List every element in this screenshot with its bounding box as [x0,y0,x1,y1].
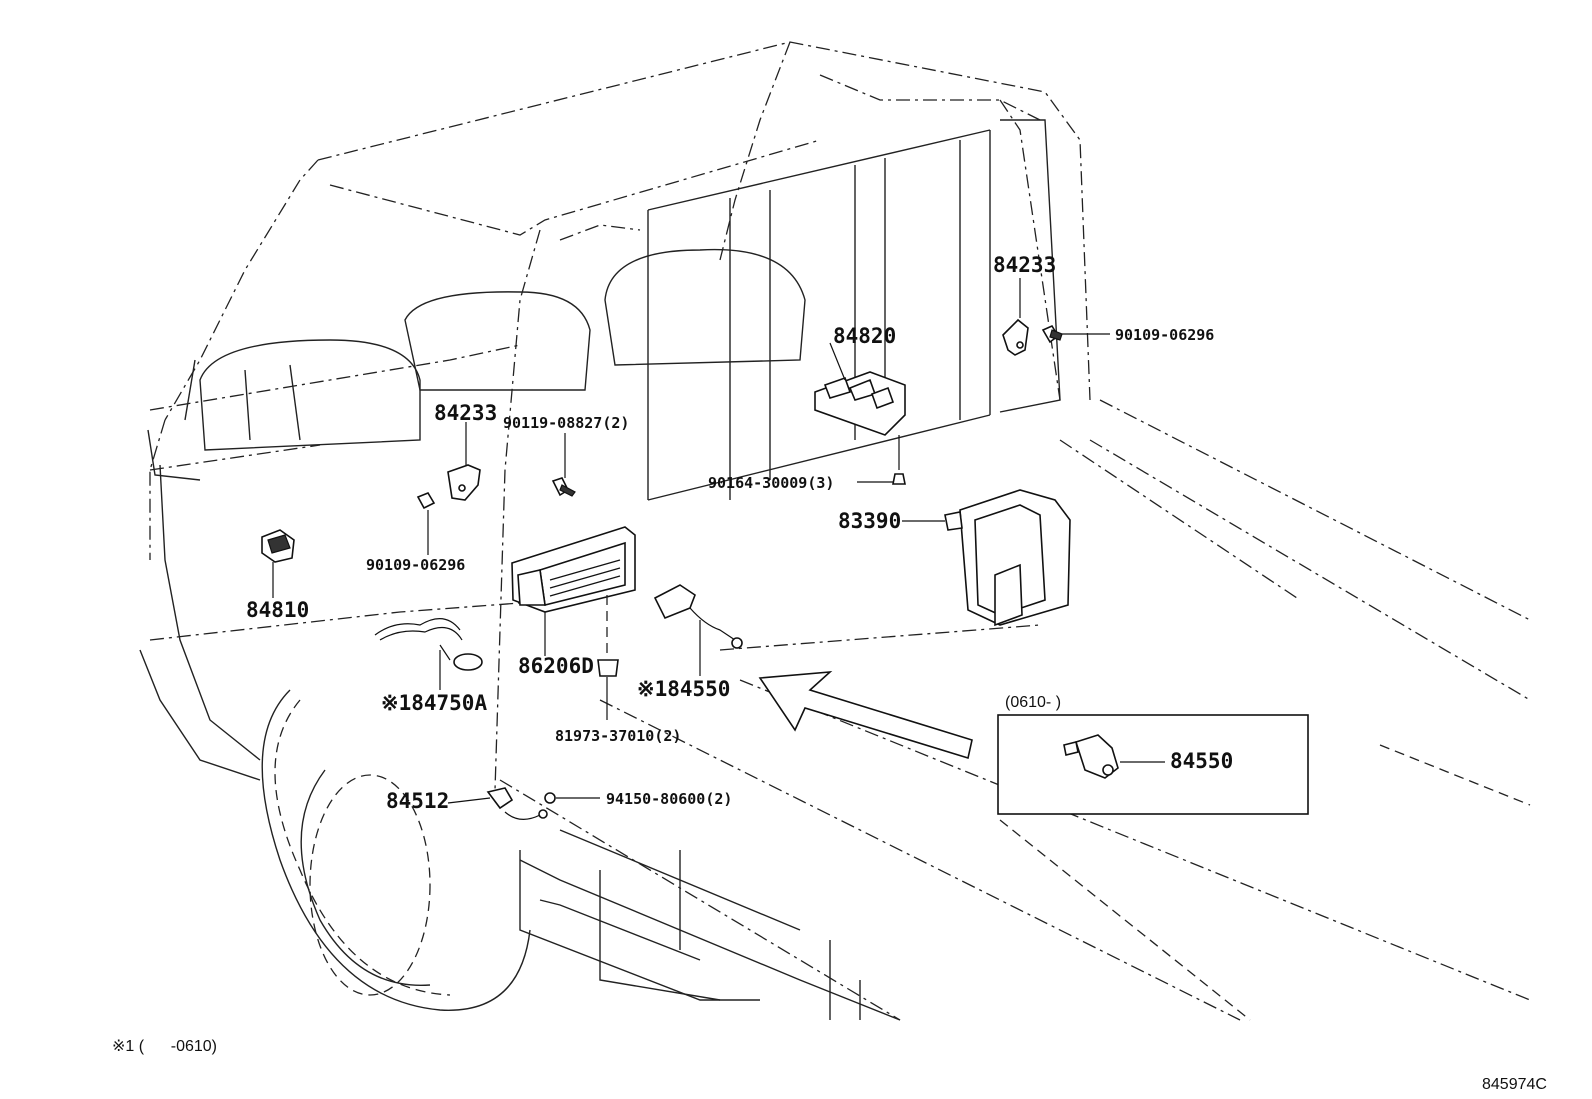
footnote: ※1 ( -0610) [112,1038,217,1055]
part-84810-icon [261,529,295,563]
part-84233-right-icon [1002,318,1029,356]
bolt-90109-right-icon [1041,324,1063,344]
part-84233-left-icon [447,464,481,501]
callout-90164: 90164-30009(3) [708,474,834,492]
callout-90109-right: 90109-06296 [1115,326,1214,344]
callout-84233-right: 84233 [993,253,1056,277]
callout-83390: 83390 [838,509,901,533]
inset-part-label: 84550 [1170,749,1233,773]
callout-90109-left: 90109-06296 [366,556,465,574]
callout-81973: 81973-37010(2) [555,727,681,745]
bolt-90109-left-icon [416,492,436,510]
part-83390-icon [944,489,1071,627]
part-184750A-harness-icon [374,618,483,671]
part-84820-switch-icon [814,371,906,436]
direction-arrow [758,670,973,760]
callout-86206D: 86206D [518,654,594,678]
inset-part-84550-icon [1063,734,1119,779]
part-86206D-module-icon [511,526,636,613]
callout-84233-left: 84233 [434,401,497,425]
clip-81973-icon [597,595,619,677]
inset-range: (0610- ) [1005,694,1061,711]
callout-84820: 84820 [833,324,896,348]
callout-90119: 90119-08827(2) [503,414,629,432]
bolt-90119-icon [551,477,576,497]
callout-94150: 94150-80600(2) [606,790,732,808]
part-184550-icon [653,584,743,649]
callout-84810: 84810 [246,598,309,622]
leader-lines [272,278,1110,804]
callout-84512: 84512 [386,789,449,813]
nut-94150-icon [544,792,556,804]
callout-184750A: ※184750A [381,691,487,715]
vehicle-outline [139,41,1531,1021]
inset-box: (0610- ) 84550 [997,694,1309,815]
screw-90164-icon [892,435,906,485]
callout-184550: ※184550 [637,677,730,701]
part-84512-icon [486,787,548,820]
diagram-id: 845974C [1482,1076,1547,1093]
